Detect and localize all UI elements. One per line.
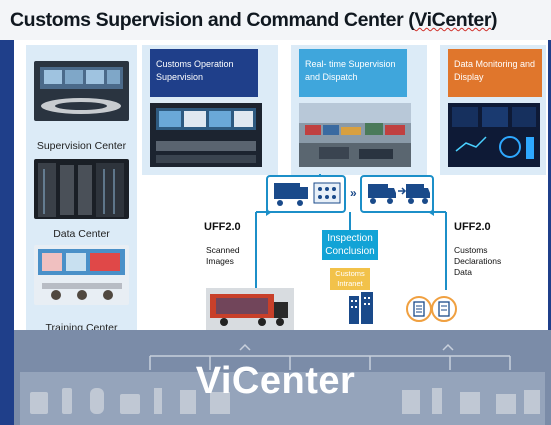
left-item-label: Data Center [53, 228, 110, 240]
right-protocol-label: UFF2.0 [454, 221, 491, 233]
left-item-label: Supervision Center [36, 140, 127, 152]
panel-customs-operation: Customs Operation Supervision [142, 45, 278, 175]
data-center-image [34, 159, 129, 219]
title-underlined: ViCenter [414, 9, 492, 31]
title-bar: Customs Supervision and Command Center (… [0, 0, 551, 40]
server-building-icon [349, 292, 373, 324]
inspection-conclusion-box: Inspection Conclusion [322, 230, 378, 260]
banner-title: ViCenter [195, 360, 356, 402]
right-caption: Customs Declarations Data [454, 245, 502, 277]
title-main: Customs Supervision and Command Center ( [10, 9, 415, 31]
double-chevron-icon: » [350, 186, 357, 200]
title-close: ) [491, 9, 498, 31]
truck-release-box [360, 175, 434, 213]
panel-data-monitoring: Data Monitoring and Display [440, 45, 546, 175]
truck-scan-box [266, 175, 346, 213]
customs-intranet-box: Customs Intranet [330, 268, 370, 290]
operation-room-image [150, 103, 262, 167]
device-icon-strip [20, 372, 545, 425]
documents-icon [406, 296, 457, 322]
supervision-center-image [34, 61, 129, 121]
panel-title: Customs Operation Supervision [150, 49, 258, 97]
scanned-truck-image [206, 288, 294, 332]
left-protocol-label: UFF2.0 [204, 221, 241, 233]
port-image [299, 103, 411, 167]
panel-title: Real- time Supervision and Dispatch [299, 49, 407, 97]
page-title: Customs Supervision and Command Center (… [10, 9, 498, 32]
left-column: Supervision Center Data Center Training … [26, 45, 137, 340]
bottom-connectors [149, 343, 511, 370]
left-caption: Scanned Images [206, 245, 240, 266]
panel-title: Data Monitoring and Display [448, 49, 542, 97]
panel-realtime-supervision: Real- time Supervision and Dispatch [291, 45, 427, 175]
dashboard-image [448, 103, 540, 167]
device-icons [30, 388, 540, 414]
diagram-area: Supervision Center Data Center Training … [14, 40, 548, 340]
training-center-image [34, 245, 129, 305]
